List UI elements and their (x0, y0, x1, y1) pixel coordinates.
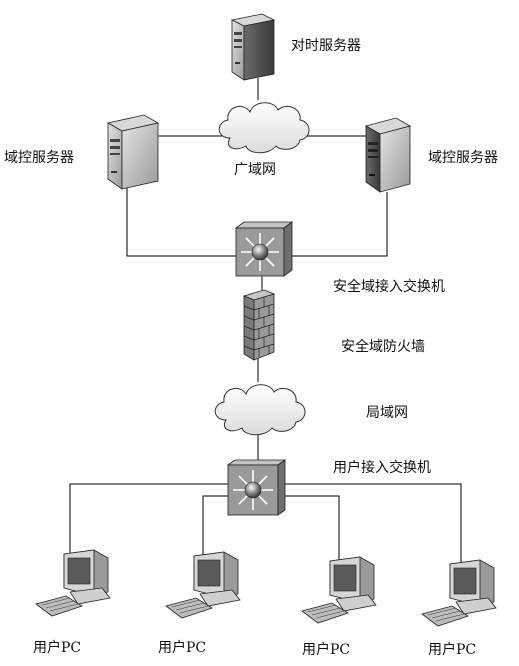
pc-2-label: 用户PC (158, 640, 207, 656)
firewall-icon (242, 289, 276, 361)
time-server-label: 对时服务器 (291, 38, 361, 54)
wan-cloud-icon (218, 102, 310, 154)
user-switch-icon (226, 459, 287, 516)
pc-4-label: 用户PC (428, 642, 477, 658)
lan-label: 局域网 (366, 405, 408, 421)
user-switch-label: 用户接入交换机 (333, 460, 431, 476)
link-userswitch-pc1 (69, 483, 228, 555)
firewall-label: 安全域防火墙 (341, 339, 425, 355)
pc-2-icon (165, 551, 241, 619)
pc-4-icon (421, 559, 497, 627)
link-leftserver-switch (126, 186, 236, 257)
pc-1-label: 用户PC (33, 640, 82, 656)
connection-lines (69, 78, 462, 563)
security-switch-label: 安全域接入交换机 (333, 279, 445, 295)
pc-1-icon (35, 549, 111, 617)
domain-server-left-label: 域控服务器 (4, 150, 74, 166)
domain-server-left-icon (106, 114, 160, 190)
link-userswitch-pc2 (202, 495, 228, 555)
domain-server-right-icon (364, 117, 412, 193)
link-rightserver-switch (288, 192, 388, 257)
time-server-icon (230, 13, 276, 81)
pc-3-label: 用户PC (302, 642, 351, 658)
pc-3-icon (301, 556, 377, 624)
lan-cloud-icon (214, 384, 306, 436)
link-userswitch-pc3 (285, 495, 340, 560)
link-userswitch-pc4 (285, 483, 462, 563)
security-switch-icon (234, 221, 294, 277)
domain-server-right-label: 域控服务器 (428, 150, 498, 166)
wan-label: 广域网 (234, 162, 276, 178)
